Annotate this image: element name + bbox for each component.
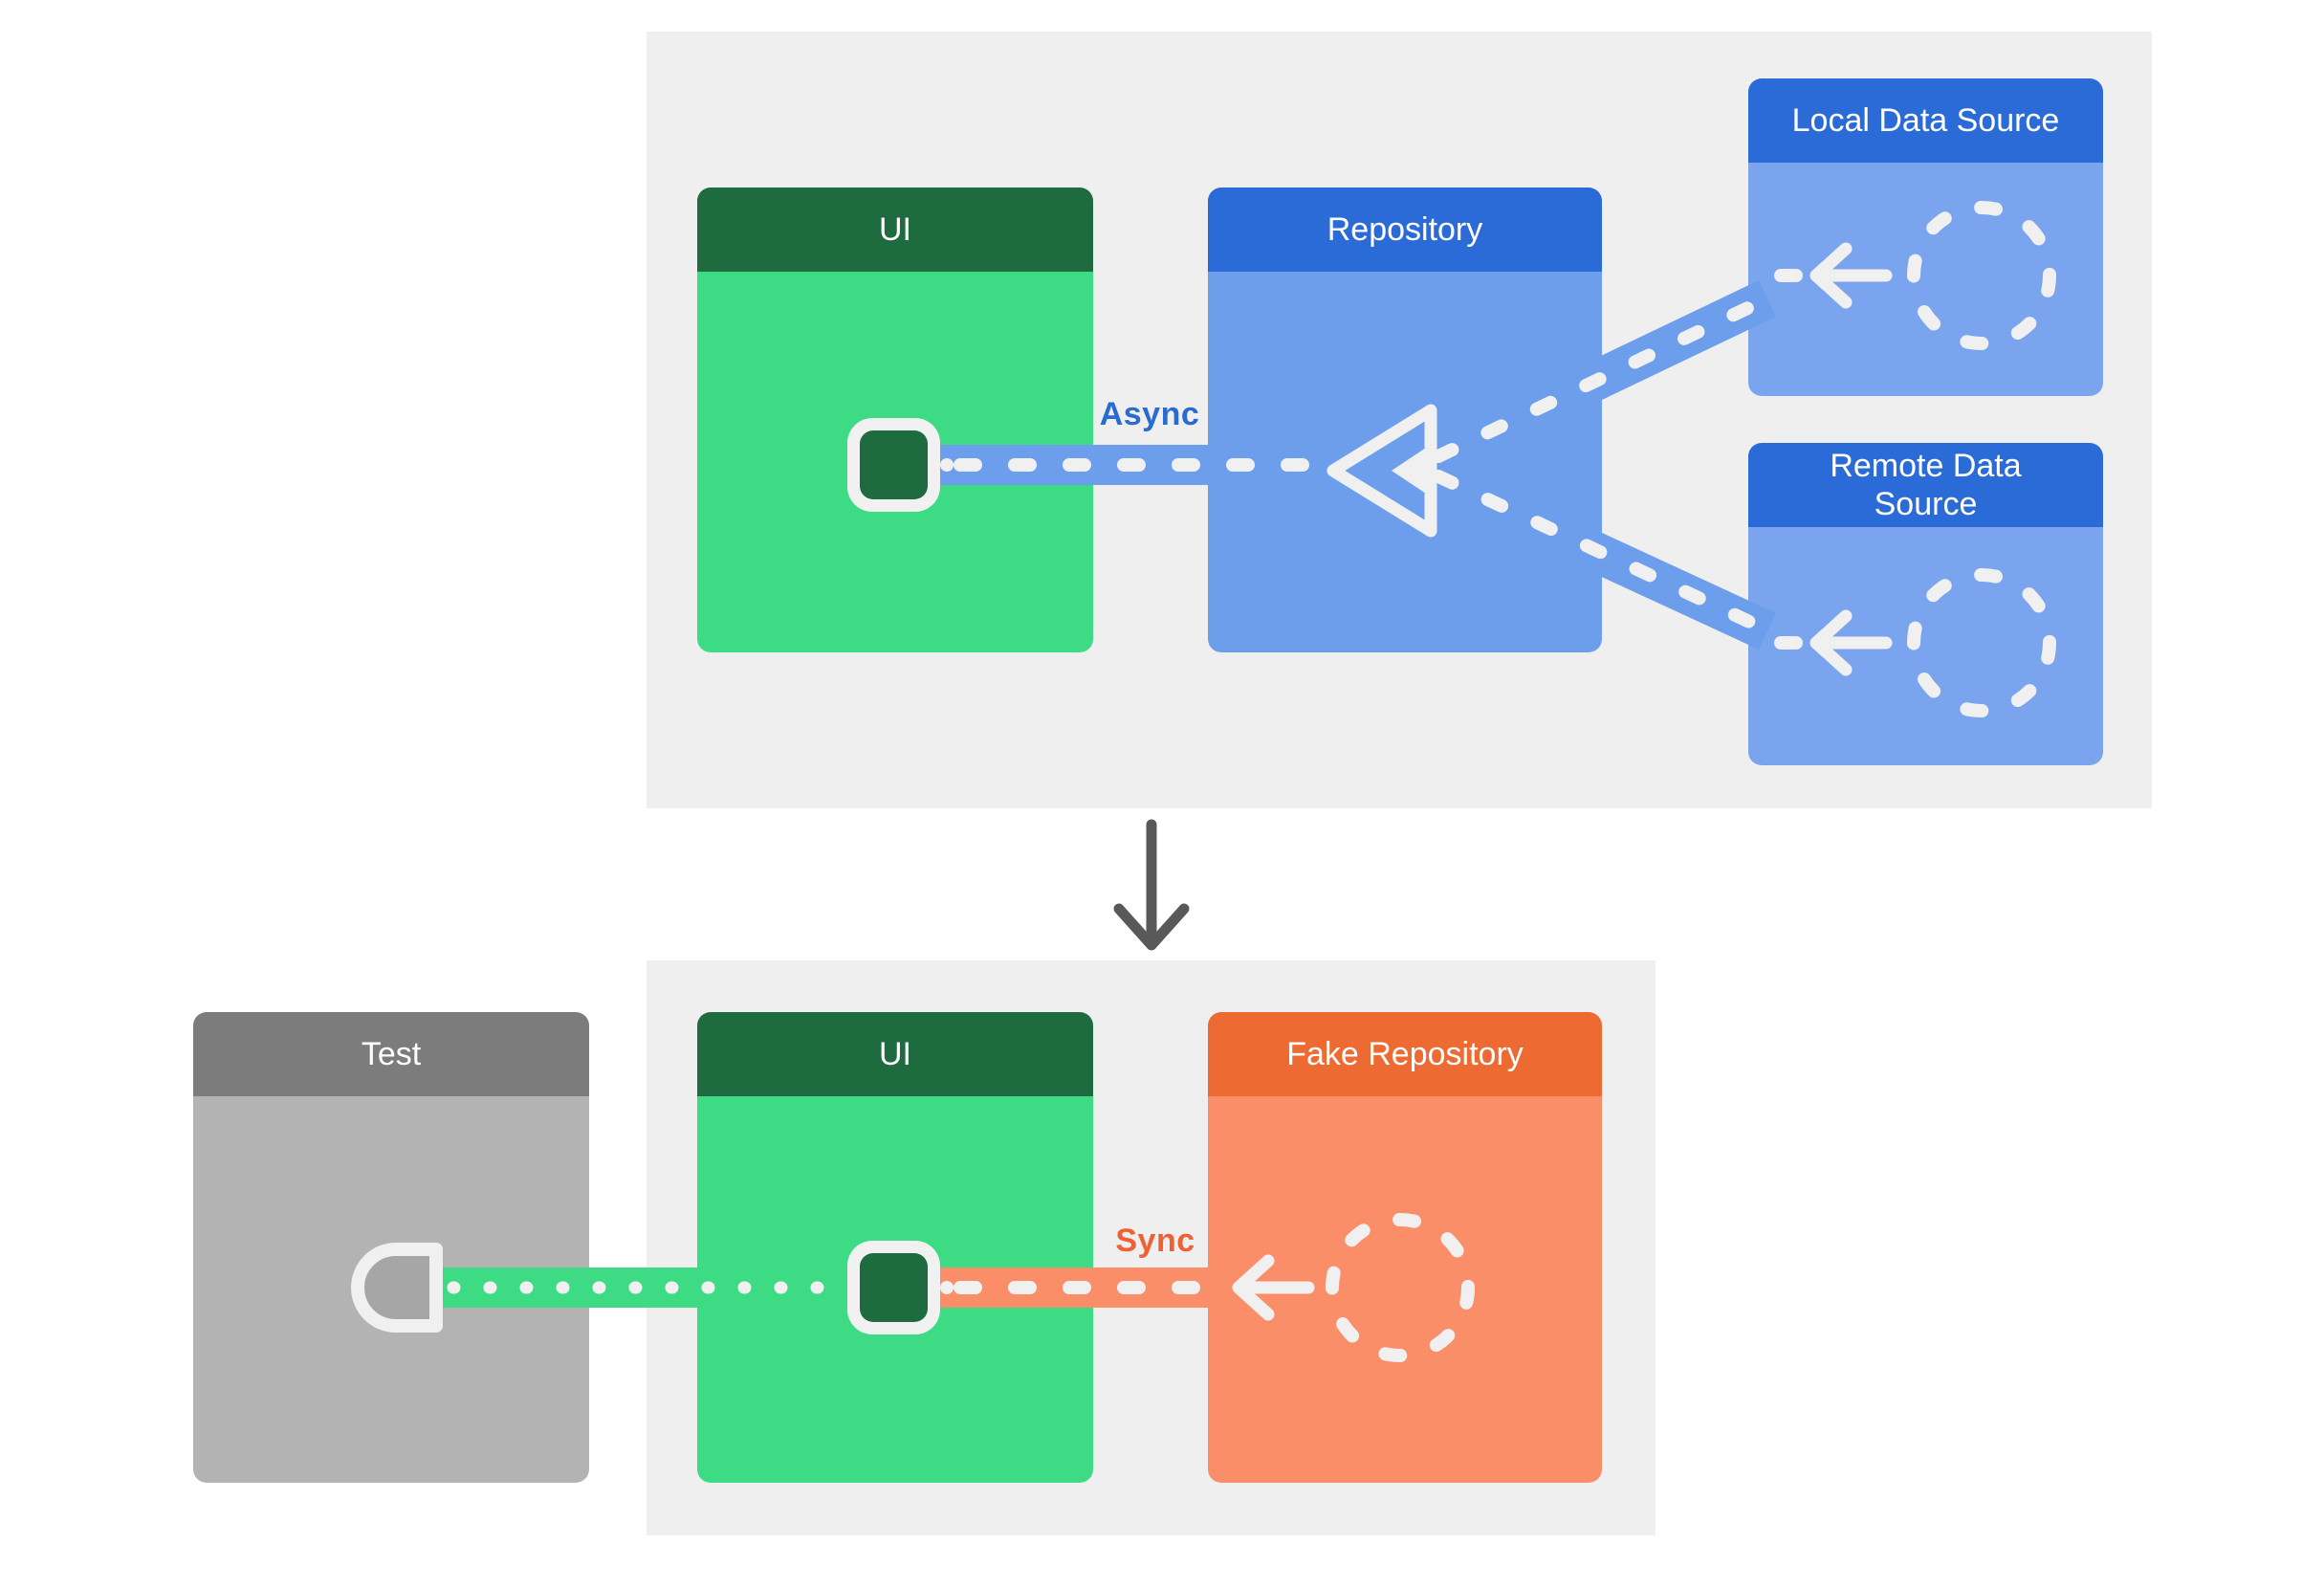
card-header-test: Test	[193, 1012, 589, 1096]
sync-label: Sync	[1115, 1223, 1195, 1259]
card-body-repository	[1208, 272, 1602, 652]
card-body-fake-repository	[1208, 1096, 1602, 1483]
card-title-ui-bottom: UI	[879, 1035, 911, 1072]
card-header-repository: Repository	[1208, 187, 1602, 272]
card-header-ui-bottom: UI	[697, 1012, 1093, 1096]
card-body-ui-top	[697, 272, 1093, 652]
card-body-ui-bottom	[697, 1096, 1093, 1483]
card-header-local-data-source: Local Data Source	[1748, 78, 2103, 163]
card-title-remote-data-source: Remote Data Source	[1830, 447, 2022, 522]
card-remote-data-source: Remote Data Source	[1748, 443, 2103, 765]
card-local-data-source: Local Data Source	[1748, 78, 2103, 396]
card-header-ui-top: UI	[697, 187, 1093, 272]
down-arrow-icon	[1113, 819, 1190, 951]
async-label: Async	[1099, 396, 1200, 432]
card-header-remote-data-source: Remote Data Source	[1748, 443, 2103, 527]
card-body-test	[193, 1096, 589, 1483]
card-title-local-data-source: Local Data Source	[1791, 101, 2060, 139]
card-body-local-data-source	[1748, 163, 2103, 396]
card-header-fake-repository: Fake Repository	[1208, 1012, 1602, 1096]
card-title-test: Test	[361, 1035, 422, 1072]
card-title-repository: Repository	[1326, 210, 1483, 248]
card-body-remote-data-source	[1748, 527, 2103, 765]
card-test: Test	[193, 1012, 589, 1483]
card-title-ui-top: UI	[879, 210, 911, 248]
card-title-fake-repository: Fake Repository	[1286, 1035, 1524, 1072]
